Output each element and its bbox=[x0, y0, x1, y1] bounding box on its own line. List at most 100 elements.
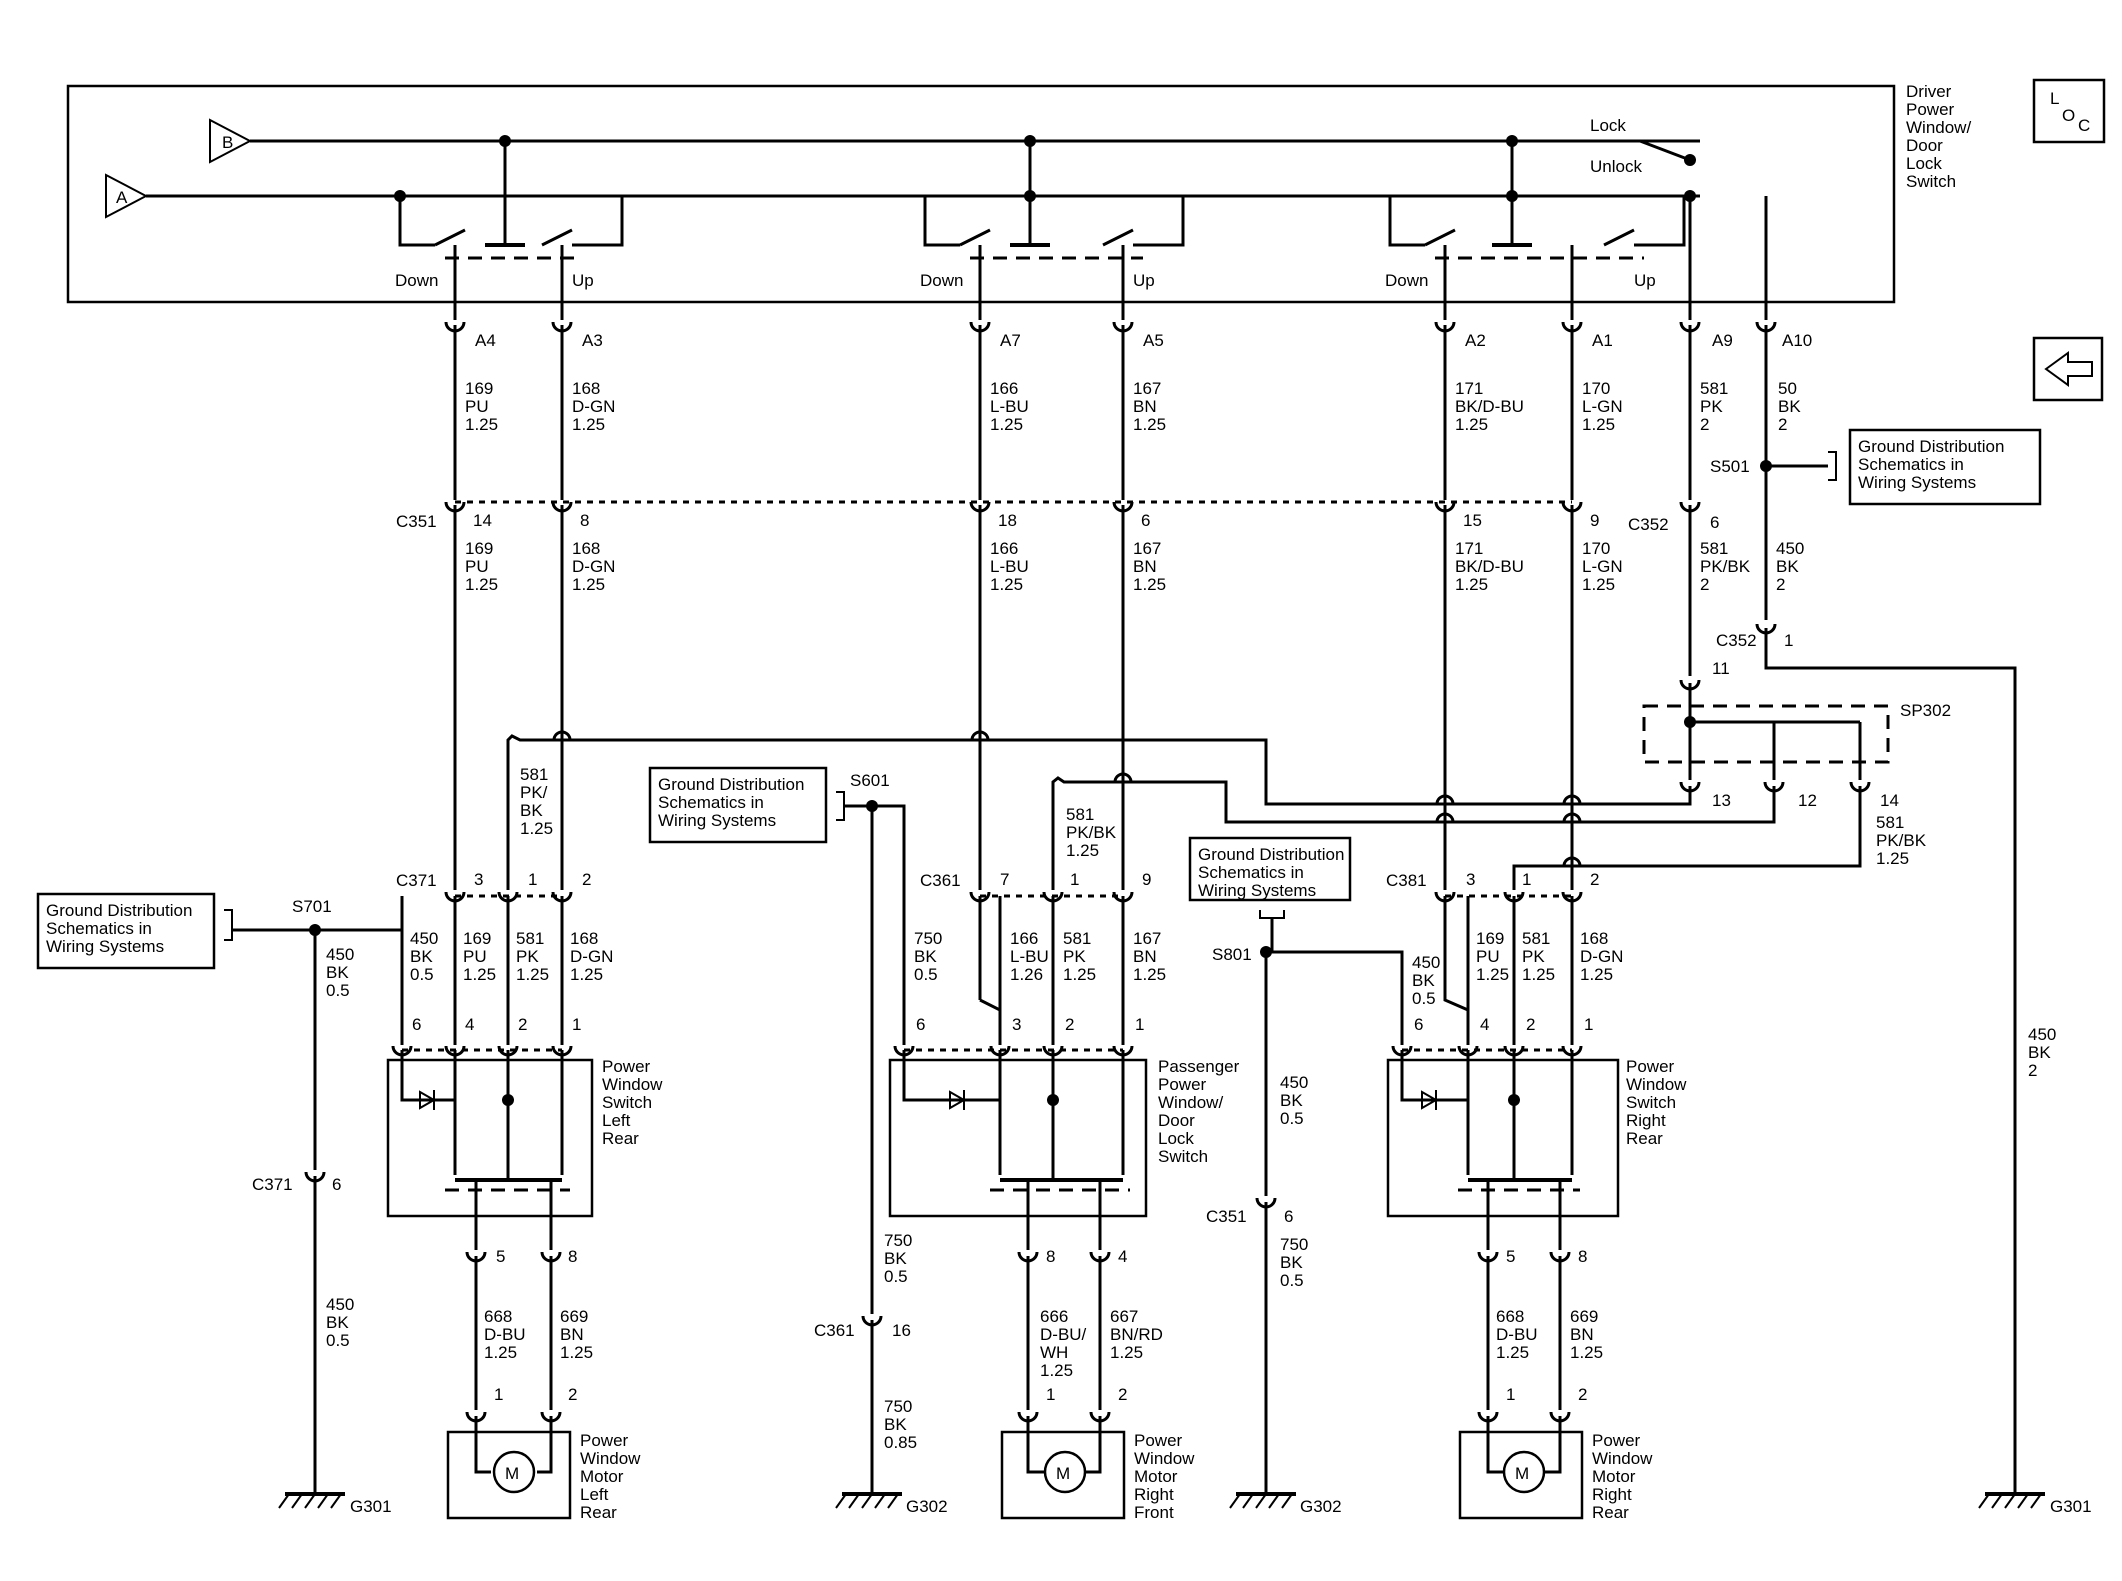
rr-motor-pin-label: 2 bbox=[1578, 1385, 1587, 1404]
c361-label: C361 bbox=[920, 871, 961, 890]
driver-pin-label: A1 bbox=[1592, 331, 1613, 350]
sp302-dashed-box bbox=[1642, 704, 1890, 764]
a10-wire-label: 2 bbox=[1778, 415, 1787, 434]
ground-distribution-label: Schematics in bbox=[1198, 863, 1304, 882]
w581-sp302-label: PK/BK bbox=[1876, 831, 1927, 850]
lr-out-wire-label: 669 bbox=[560, 1307, 588, 1326]
ground-hatch bbox=[1978, 1493, 1990, 1509]
c351-pin-label: 8 bbox=[580, 511, 589, 530]
motor-symbol: M bbox=[505, 1464, 519, 1483]
rr-wire-label: 0.5 bbox=[1412, 989, 1436, 1008]
front-wire-label: 1.25 bbox=[1063, 965, 1096, 984]
w450-s801-label: 0.5 bbox=[1280, 1109, 1304, 1128]
rr-out-pin-label: 5 bbox=[1506, 1247, 1515, 1266]
lr-motor-pin-label: 2 bbox=[568, 1385, 577, 1404]
c381-pin2-label: 2 bbox=[1590, 870, 1599, 889]
right-rear-motor-label: Rear bbox=[1592, 1503, 1629, 1522]
w581-to-front bbox=[1051, 776, 1776, 890]
ground-distribution-box-s801 bbox=[1188, 836, 1352, 902]
wire-label-top: D-GN bbox=[572, 397, 615, 416]
ground-hatch bbox=[304, 1493, 316, 1509]
w450-g301-label: 450 bbox=[326, 1295, 354, 1314]
lr-wire-label: BK bbox=[410, 947, 433, 966]
rr-wire-label: 169 bbox=[1476, 929, 1504, 948]
lr-w581-label: BK bbox=[520, 801, 543, 820]
ground-hatch bbox=[874, 1493, 886, 1509]
c352-label-2: C352 bbox=[1716, 631, 1757, 650]
wire-label-mid: 1.25 bbox=[1455, 575, 1488, 594]
c361-16-label: C361 bbox=[814, 1321, 855, 1340]
passenger-switch-label: Passenger bbox=[1158, 1057, 1240, 1076]
w750-s601-label: 750 bbox=[884, 1231, 912, 1250]
ground-hatch bbox=[291, 1493, 303, 1509]
rr-sw-pin-label: 2 bbox=[1526, 1015, 1535, 1034]
wire-label-top: 1.25 bbox=[1133, 415, 1166, 434]
g302-left-label: G302 bbox=[906, 1497, 948, 1516]
switch-blade-down bbox=[434, 228, 466, 247]
ground-distribution-label: Wiring Systems bbox=[1198, 881, 1316, 900]
s801-to-right-rear-switch bbox=[1266, 950, 1404, 1036]
front-w581-label: 1.25 bbox=[1066, 841, 1099, 860]
wire-label-mid: BK/D-BU bbox=[1455, 557, 1524, 576]
wire-label-top: PU bbox=[465, 397, 489, 416]
rr-sw-pin-label: 1 bbox=[1584, 1015, 1593, 1034]
rr-out-wire-label: 1.25 bbox=[1496, 1343, 1529, 1362]
wire-label-mid: L-BU bbox=[990, 557, 1029, 576]
switch-rail-left bbox=[398, 196, 435, 247]
lr-wire-label: 168 bbox=[570, 929, 598, 948]
lr-sw-pin-label: 1 bbox=[572, 1015, 581, 1034]
a10-wire-label: 50 bbox=[1778, 379, 1797, 398]
ground-hatch bbox=[835, 1493, 847, 1509]
switch-blade-down bbox=[959, 228, 991, 247]
ground-g301-left bbox=[278, 1492, 345, 1509]
switch-rail-left bbox=[923, 196, 960, 247]
front-internal-diode-path bbox=[902, 1050, 1000, 1102]
sp302-label: SP302 bbox=[1900, 701, 1951, 720]
w750-s601-label: BK bbox=[884, 1249, 907, 1268]
rr-diode-icon bbox=[1421, 1090, 1439, 1110]
wire-label-top: 169 bbox=[465, 379, 493, 398]
rr-out-wire-label: 669 bbox=[1570, 1307, 1598, 1326]
front-out-wire-label: 1.25 bbox=[1110, 1343, 1143, 1362]
down-label: Down bbox=[920, 271, 963, 290]
up-label: Up bbox=[572, 271, 594, 290]
lr-wire-label: 450 bbox=[410, 929, 438, 948]
right-rear-motor-label: Right bbox=[1592, 1485, 1632, 1504]
lr-450-to-s701 bbox=[315, 928, 404, 1036]
w450-s701-label: 0.5 bbox=[326, 981, 350, 1000]
lr-wire-label: 169 bbox=[463, 929, 491, 948]
switch-blade-up bbox=[541, 228, 573, 247]
rr-wire-label: 1.25 bbox=[1580, 965, 1613, 984]
right-rear-switch-label: Window bbox=[1626, 1075, 1687, 1094]
w750-s601-label: 0.5 bbox=[884, 1267, 908, 1286]
front-wire-label: 167 bbox=[1133, 929, 1161, 948]
lr-out-wire-label: 1.25 bbox=[484, 1343, 517, 1362]
w450-s801-label: BK bbox=[1280, 1091, 1303, 1110]
c381-label: C381 bbox=[1386, 871, 1427, 890]
wire-label-mid: 1.25 bbox=[990, 575, 1023, 594]
a9-wire-label: PK bbox=[1700, 397, 1723, 416]
wire-label-top: 166 bbox=[990, 379, 1018, 398]
ground-distribution-label: Ground Distribution bbox=[46, 901, 192, 920]
left-rear-motor-label: Window bbox=[580, 1449, 641, 1468]
right-rear-switch-label: Right bbox=[1626, 1111, 1666, 1130]
c352-label: C352 bbox=[1628, 515, 1669, 534]
s501-label: S501 bbox=[1710, 457, 1750, 476]
ground-hatch bbox=[2004, 1493, 2016, 1509]
front-wire-label: PK bbox=[1063, 947, 1086, 966]
lr-sw-pin-label: 6 bbox=[412, 1015, 421, 1034]
wire-label-top: 1.25 bbox=[572, 415, 605, 434]
motor-symbol: M bbox=[1056, 1464, 1070, 1483]
front-out-wire-label: 667 bbox=[1110, 1307, 1138, 1326]
lr-motor-lead bbox=[537, 1416, 553, 1474]
c351-6-label: C351 bbox=[1206, 1207, 1247, 1226]
left-rear-motor-label: Motor bbox=[580, 1467, 624, 1486]
a9-pin-label: A9 bbox=[1712, 331, 1733, 350]
right-rear-motor-label: Window bbox=[1592, 1449, 1653, 1468]
w450-s501-label: BK bbox=[1776, 557, 1799, 576]
rr-wire-label: PU bbox=[1476, 947, 1500, 966]
front-sw-pin-label: 6 bbox=[916, 1015, 925, 1034]
left-rear-switch-label: Power bbox=[602, 1057, 651, 1076]
input-a-label: A bbox=[116, 188, 128, 207]
